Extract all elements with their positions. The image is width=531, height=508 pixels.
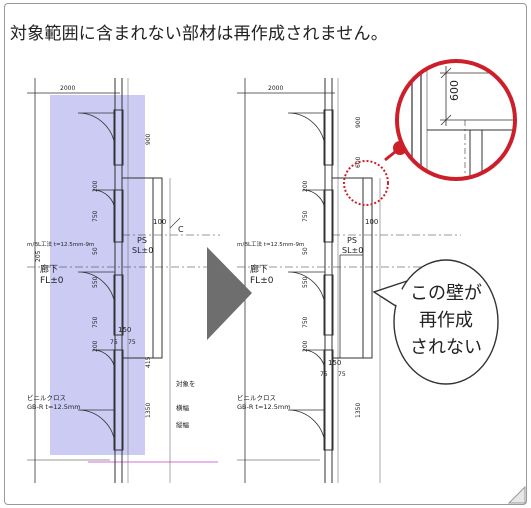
callout-line-1: この壁が bbox=[410, 283, 482, 304]
left-label-100: 100 bbox=[153, 218, 166, 226]
left-side-note-1: 対象を bbox=[176, 379, 196, 388]
left-ps-sl: SL±0 bbox=[132, 246, 153, 255]
left-label-75b: 75 bbox=[128, 339, 136, 346]
left-dim-2000: 2000 bbox=[60, 85, 75, 92]
caption-text: 対象範囲に含まれない部材は再作成されません。 bbox=[10, 24, 388, 44]
right-ps: PS bbox=[347, 236, 357, 245]
callout-line-3: されない bbox=[410, 337, 482, 358]
right-dim-1350: 1350 bbox=[355, 403, 362, 418]
left-label-150: 150 bbox=[118, 326, 131, 334]
zoom-dim-600: 600 bbox=[448, 80, 461, 101]
right-dim-750: 750 bbox=[302, 210, 309, 222]
left-dim-1350: 1350 bbox=[145, 403, 152, 418]
zoom-detail: 600 bbox=[395, 59, 517, 181]
callout-bubble bbox=[372, 259, 499, 385]
right-dim-550: 550 bbox=[302, 276, 309, 288]
left-floor-plan: 2000 C 900 200 750 50 550 750 bbox=[27, 78, 220, 483]
left-finish-2: GB-R t=12.5mm bbox=[27, 403, 81, 411]
svg-text:C: C bbox=[178, 225, 184, 234]
left-side-note-3: 縦幅 bbox=[176, 420, 190, 429]
right-dim-2000: 2000 bbox=[268, 85, 283, 92]
right-label-150: 150 bbox=[328, 359, 341, 367]
left-dim-200: 200 bbox=[92, 180, 99, 192]
left-corridor-fl: FL±0 bbox=[40, 276, 64, 286]
left-dim-750b: 750 bbox=[92, 316, 99, 328]
right-dim-750b: 750 bbox=[302, 316, 309, 328]
page-corner-fold bbox=[507, 485, 526, 504]
left-label-205: 205 bbox=[35, 250, 42, 262]
right-finish-2: GB-R t=12.5mm bbox=[237, 403, 291, 411]
left-dim-900: 900 bbox=[145, 133, 152, 145]
left-dim-750: 750 bbox=[92, 210, 99, 222]
right-dim-600: 600 bbox=[355, 156, 362, 168]
left-dim-50: 50 bbox=[92, 247, 99, 255]
left-finish-1: ビニルクロス bbox=[27, 393, 66, 402]
right-corridor: 廊下 bbox=[250, 263, 268, 275]
callout-line-2: 再作成 bbox=[419, 310, 473, 331]
right-dim-200: 200 bbox=[302, 180, 309, 192]
selection-area bbox=[50, 95, 145, 455]
left-ps: PS bbox=[137, 236, 147, 245]
right-label-100: 100 bbox=[365, 218, 378, 226]
left-dim-550: 550 bbox=[92, 276, 99, 288]
left-label-75a: 75 bbox=[110, 339, 118, 346]
right-floor-plan: 2000 900 600 200 750 50 550 750 200 bbox=[237, 78, 461, 483]
callout-text: この壁が 再作成 されない bbox=[398, 280, 494, 361]
right-dim-50: 50 bbox=[302, 247, 309, 255]
right-wall-note: m/BL工法 t=12.5mm-9m bbox=[237, 240, 304, 248]
right-finish-1: ビニルクロス bbox=[237, 393, 276, 402]
left-dim-200b: 200 bbox=[92, 340, 99, 352]
left-side-note-2: 横幅 bbox=[176, 403, 190, 412]
left-corridor: 廊下 bbox=[40, 263, 58, 275]
right-corridor-fl: FL±0 bbox=[250, 276, 274, 286]
right-dim-900: 900 bbox=[355, 116, 362, 128]
right-dim-200b: 200 bbox=[302, 340, 309, 352]
left-dim-415: 415 bbox=[145, 356, 152, 368]
right-label-75a: 75 bbox=[320, 371, 328, 378]
highlight-dotted-circle bbox=[343, 160, 389, 206]
left-wall-note: m/BL工法 t=12.5mm-9m bbox=[27, 240, 94, 248]
right-label-75b: 75 bbox=[338, 371, 346, 378]
right-ps-sl: SL±0 bbox=[342, 246, 363, 255]
transition-arrow bbox=[207, 247, 252, 340]
